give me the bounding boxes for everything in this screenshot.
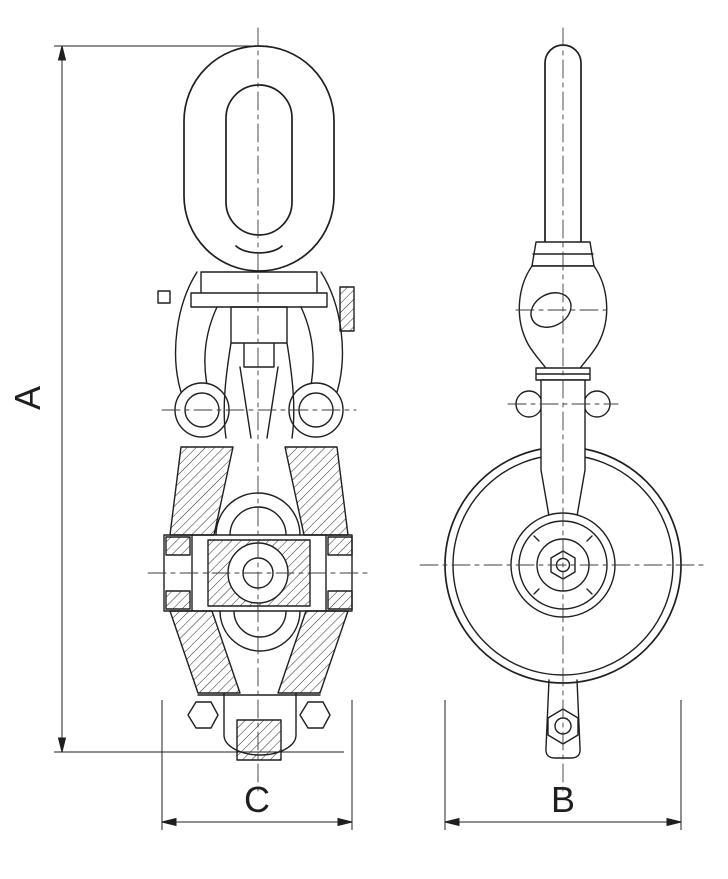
cheek-section-top-left [169, 446, 234, 536]
dimension-a: A [7, 45, 344, 753]
arrowhead-right [337, 817, 353, 827]
becket-section [236, 719, 282, 761]
dimension-b: B [444, 700, 682, 830]
cheek-section-bottom-right [277, 610, 349, 694]
flange-section [327, 536, 353, 556]
arrowhead-left [444, 817, 460, 827]
dimension-label-a: A [7, 386, 48, 410]
front-view [147, 27, 369, 796]
arrowhead-right [666, 817, 682, 827]
side-centerlines [419, 27, 709, 796]
arrowhead-down [57, 737, 67, 753]
arrowhead-up [57, 45, 67, 61]
clevis-crown [157, 271, 328, 308]
becket-nut-left [187, 701, 219, 729]
cheek-section-bottom-left [169, 610, 241, 694]
extension-lines-b [444, 700, 682, 830]
swivel-eye [183, 45, 335, 272]
extension-lines-c [161, 700, 353, 830]
flange-section [327, 590, 353, 610]
clevis-eye-hole [530, 292, 572, 328]
arrowhead-left [161, 817, 177, 827]
front-centerlines [147, 27, 369, 796]
dimension-c: C [161, 700, 353, 830]
flange-section [165, 536, 191, 556]
clevis-arms [174, 271, 344, 393]
hub-keys [533, 535, 593, 595]
sheave-groove-bottom [219, 610, 301, 652]
flange-section [165, 590, 191, 610]
center-bracket [223, 306, 295, 439]
dimension-label-c: C [244, 779, 270, 820]
extension-lines-a [54, 45, 344, 753]
dimensions: A C B [7, 45, 682, 830]
side-view [419, 27, 709, 796]
dimension-label-b: B [551, 779, 575, 820]
becket-nut-right [299, 701, 331, 729]
clevis-pin-section [339, 286, 355, 332]
cheek-section-top-right [284, 446, 349, 536]
